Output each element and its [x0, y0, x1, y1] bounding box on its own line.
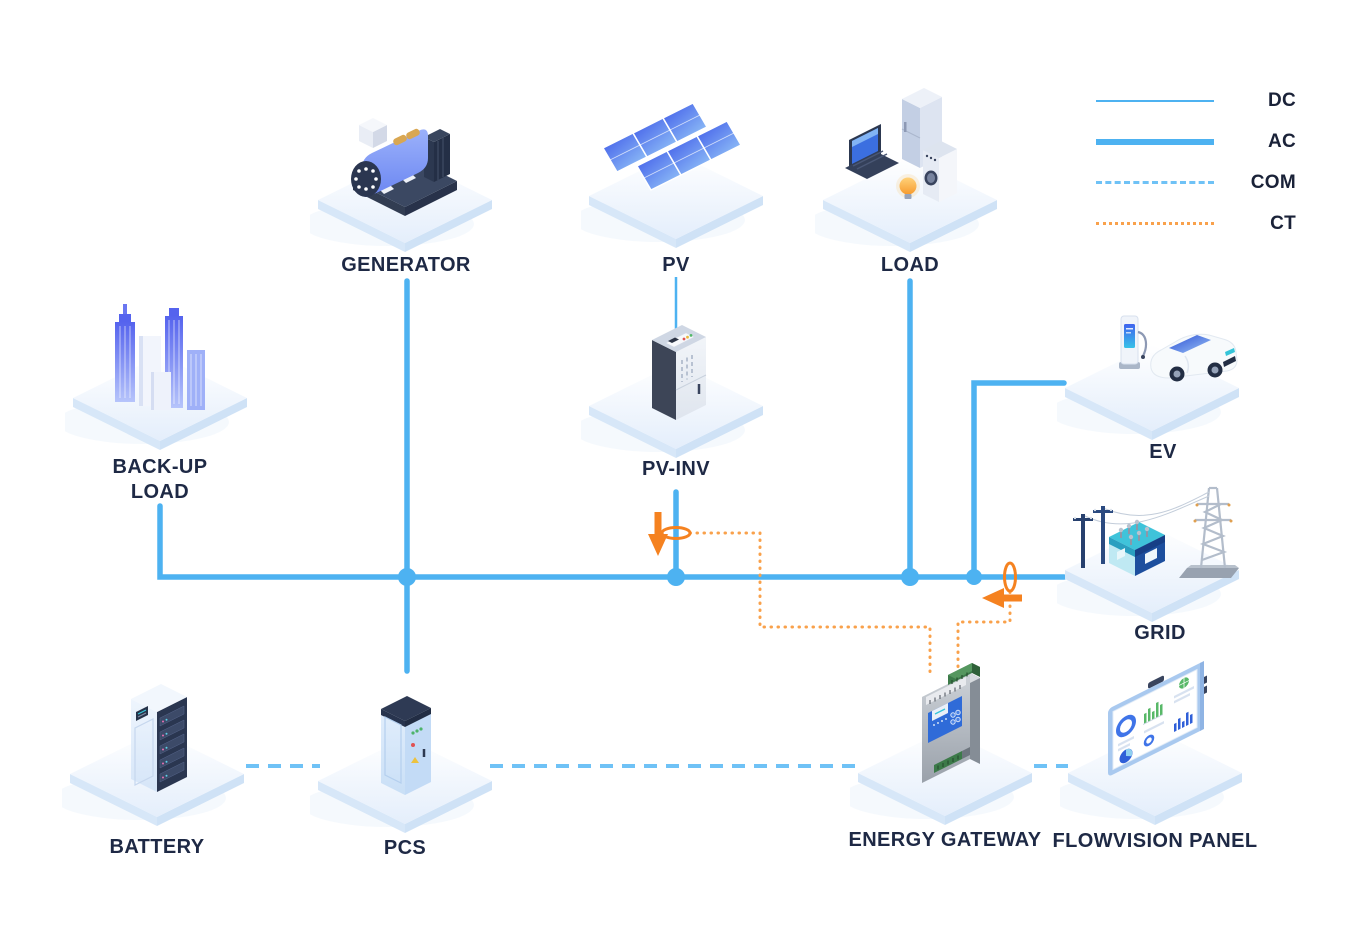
grid-ct-to-gateway: [956, 590, 1012, 678]
backup-load-label: BACK-UP LOAD: [112, 455, 207, 505]
flowvision-panel-label: FLOWVISION PANEL: [1052, 830, 1258, 852]
city-buildings-art: [115, 304, 205, 410]
energy-gateway-icon: [850, 663, 1032, 825]
platform: [850, 730, 1032, 825]
inverter-art: [652, 325, 707, 420]
battery-rack-art: [131, 684, 187, 792]
ev-ac-line: [971, 380, 1067, 580]
legend-label-com: COM: [1250, 171, 1296, 193]
battery-icon: [62, 684, 244, 826]
grid-icon: [1057, 486, 1239, 622]
platform: [1057, 527, 1239, 622]
backup-load-icon: [65, 304, 247, 450]
backup-load-ac-line-and-bus: [157, 503, 1067, 580]
legend-row-com: COM: [1096, 162, 1296, 203]
dashboard-tablet-art: [1108, 661, 1207, 776]
pcs-cabinet-art: [381, 696, 431, 795]
household-load-art: [845, 88, 957, 202]
legend-label-ct: CT: [1270, 212, 1296, 234]
grid-label: GRID: [1134, 622, 1186, 644]
generator-icon: [310, 118, 492, 252]
legend-line-sample-ac: [1096, 138, 1214, 145]
ac-lines: [157, 278, 1067, 674]
platform: [581, 153, 763, 248]
ct-clamps: [660, 526, 1017, 593]
generator-art: [351, 118, 457, 216]
pcs-label: PCS: [383, 837, 427, 859]
energy-gateway-label: ENERGY GATEWAY: [848, 829, 1042, 851]
pcs-icon: [310, 696, 492, 833]
ev-icon: [1057, 315, 1239, 440]
legend-line-sample-com: [1096, 181, 1214, 184]
pv-inverter-icon: [581, 325, 763, 458]
pv-label: PV: [662, 254, 690, 276]
junction-generator: [398, 568, 416, 586]
junction-dots: [398, 568, 982, 586]
backup-load-label-line1: BACK-UP: [112, 456, 208, 478]
generator-label: GENERATOR: [341, 254, 471, 276]
power-poles-art: [1073, 491, 1210, 568]
legend-row-dc: DC: [1096, 80, 1296, 121]
substation-art: [1109, 519, 1165, 576]
ct-lines: [688, 531, 1012, 678]
legend-line-sample-ct: [1096, 222, 1214, 225]
legend: DC AC COM CT: [1096, 80, 1296, 244]
ev-charger-art: [1119, 315, 1148, 369]
backup-load-label-line2: LOAD: [130, 481, 190, 503]
legend-label-ac: AC: [1267, 130, 1296, 152]
pv-icon: [581, 102, 763, 248]
legend-label-dc: DC: [1267, 89, 1296, 111]
ev-car-art: [1150, 333, 1238, 382]
ev-label: EV: [1149, 441, 1177, 463]
power-flow-arrows: [648, 512, 1022, 608]
legend-row-ct: CT: [1096, 203, 1296, 244]
transmission-tower-art: [1179, 486, 1239, 578]
legend-row-ac: AC: [1096, 121, 1296, 162]
junction-pv-inv: [667, 568, 685, 586]
pv-inv-label: PV-INV: [642, 458, 710, 480]
legend-line-sample-dc: [1096, 99, 1214, 102]
pv-ct-to-gateway: [688, 531, 932, 678]
junction-load: [901, 568, 919, 586]
arrow-left-grid-import: [982, 588, 1022, 608]
ct-clamp-pv: [660, 526, 692, 540]
load-label: LOAD: [880, 254, 940, 276]
solar-panels-art: [601, 102, 743, 191]
ct-clamp-grid: [1003, 561, 1017, 593]
platform: [815, 157, 997, 252]
battery-label: BATTERY: [109, 836, 205, 858]
energy-meter-art: [922, 663, 980, 783]
arrow-down-pv-export: [648, 512, 668, 556]
flowvision-panel-icon: [1060, 661, 1242, 825]
load-icon: [815, 88, 997, 252]
junction-ev: [966, 569, 982, 585]
